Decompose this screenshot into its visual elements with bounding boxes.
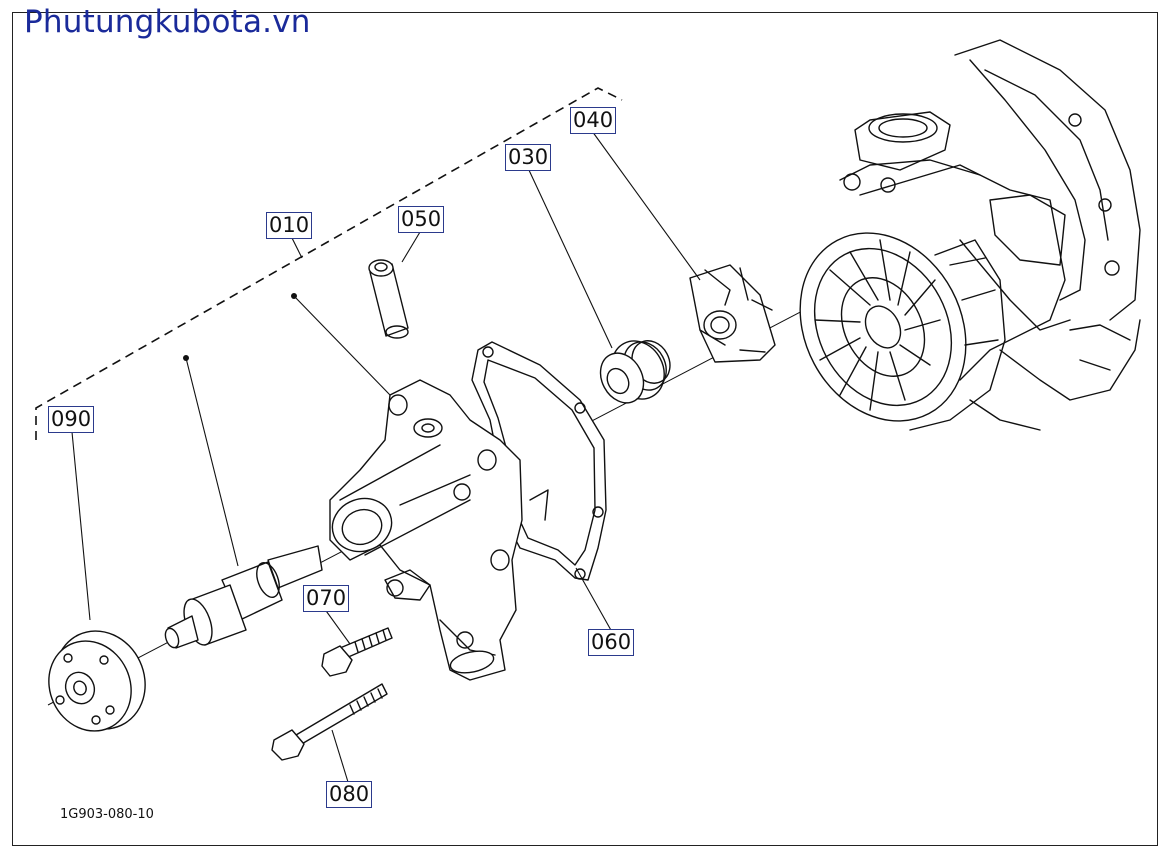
pump-body [329, 379, 549, 681]
bearing-shaft [164, 545, 323, 649]
leader-lines [71, 130, 701, 783]
drawing-code: 1G903-080-10 [60, 807, 154, 822]
callout-080[interactable]: 080 [326, 781, 373, 808]
drawing-frame [12, 12, 1158, 846]
engine-block [799, 39, 1141, 431]
bolt-080 [271, 683, 388, 761]
assembly-bracket [35, 87, 623, 440]
callout-090[interactable]: 090 [48, 406, 95, 433]
mechanical-seal [599, 340, 671, 404]
callout-030[interactable]: 030 [505, 144, 552, 171]
pulley-flange [48, 630, 146, 732]
callout-060[interactable]: 060 [588, 629, 635, 656]
bolt-070 [321, 627, 393, 677]
callout-010[interactable]: 010 [266, 212, 313, 239]
watermark-logo: Phutungkubota.vn [24, 4, 311, 40]
impeller [689, 264, 776, 363]
callout-070[interactable]: 070 [303, 585, 350, 612]
callout-040[interactable]: 040 [570, 107, 617, 134]
callout-050[interactable]: 050 [398, 206, 445, 233]
bypass-pipe [368, 259, 409, 339]
